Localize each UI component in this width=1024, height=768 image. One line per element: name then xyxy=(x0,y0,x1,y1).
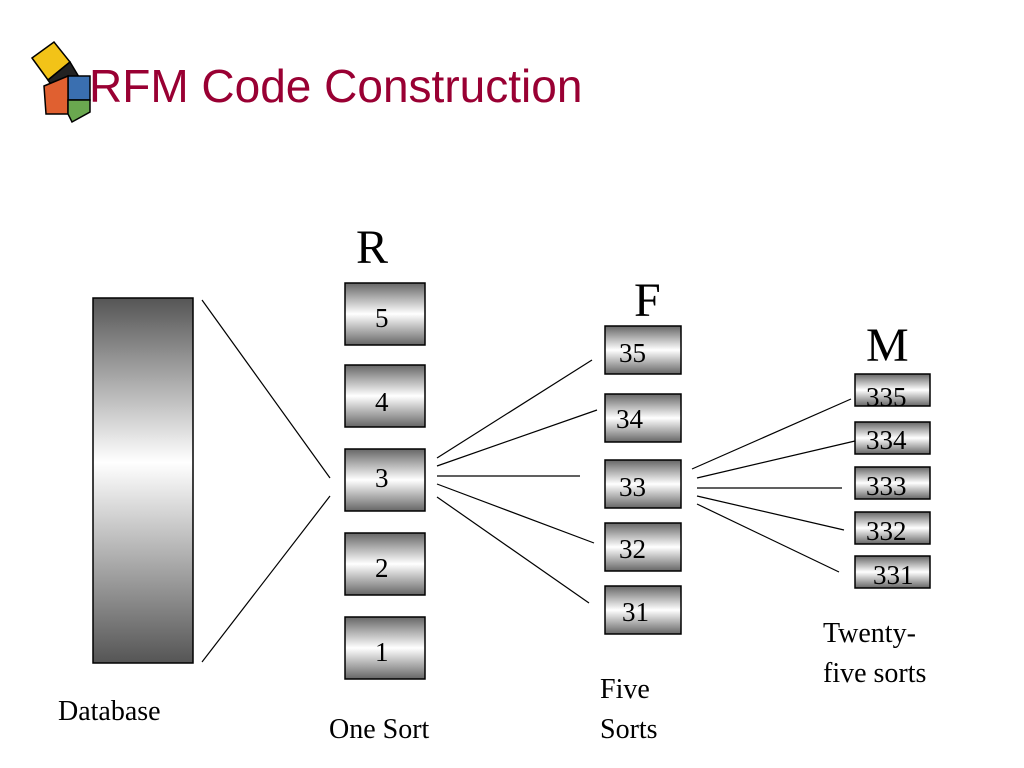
cube-logo-icon xyxy=(30,40,91,124)
f-to-m-connector-lines xyxy=(691,398,856,573)
r-box: 4 xyxy=(344,364,426,428)
database-label: Database xyxy=(58,696,161,727)
svg-text:33: 33 xyxy=(619,472,646,502)
database-connector-lines xyxy=(201,299,331,663)
m-boxes: 335 334 333 332 331 xyxy=(854,373,931,590)
r-box: 5 xyxy=(344,282,426,346)
m-box: 332 xyxy=(854,511,931,546)
database-bar xyxy=(92,297,194,664)
r-box: 2 xyxy=(344,532,426,596)
m-box: 334 xyxy=(854,421,931,455)
r-heading: R xyxy=(356,221,388,274)
svg-text:31: 31 xyxy=(622,597,649,627)
m-caption-line2: five sorts xyxy=(823,658,927,689)
f-heading: F xyxy=(634,274,661,327)
r-to-f-connector-lines xyxy=(436,359,598,604)
svg-text:333: 333 xyxy=(866,471,907,501)
svg-text:3: 3 xyxy=(375,463,389,493)
r-boxes: 5 4 3 2 1 xyxy=(344,282,426,680)
svg-text:332: 332 xyxy=(866,516,907,546)
svg-text:331: 331 xyxy=(873,560,914,590)
svg-text:34: 34 xyxy=(616,404,644,434)
svg-text:35: 35 xyxy=(619,338,646,368)
f-caption-line1: Five xyxy=(600,674,650,705)
m-caption-line1: Twenty- xyxy=(823,618,916,649)
svg-text:334: 334 xyxy=(866,425,907,455)
r-box: 3 xyxy=(344,448,426,512)
f-caption-line2: Sorts xyxy=(600,714,658,745)
f-boxes: 35 34 33 32 31 xyxy=(604,325,682,635)
svg-text:1: 1 xyxy=(375,637,389,667)
m-box: 333 xyxy=(854,466,931,501)
m-heading: M xyxy=(866,319,909,372)
r-box: 1 xyxy=(344,616,426,680)
svg-text:32: 32 xyxy=(619,534,646,564)
f-box: 33 xyxy=(604,459,682,509)
svg-text:335: 335 xyxy=(866,382,907,412)
svg-text:5: 5 xyxy=(375,303,389,333)
f-box: 35 xyxy=(604,325,682,375)
svg-text:2: 2 xyxy=(375,553,389,583)
m-box: 331 xyxy=(854,555,931,590)
f-box: 32 xyxy=(604,522,682,572)
m-box: 335 xyxy=(854,373,931,412)
page-title: RFM Code Construction xyxy=(89,60,583,112)
r-caption: One Sort xyxy=(329,714,430,745)
f-box: 31 xyxy=(604,585,682,635)
svg-text:4: 4 xyxy=(375,387,389,417)
f-box: 34 xyxy=(604,393,682,443)
